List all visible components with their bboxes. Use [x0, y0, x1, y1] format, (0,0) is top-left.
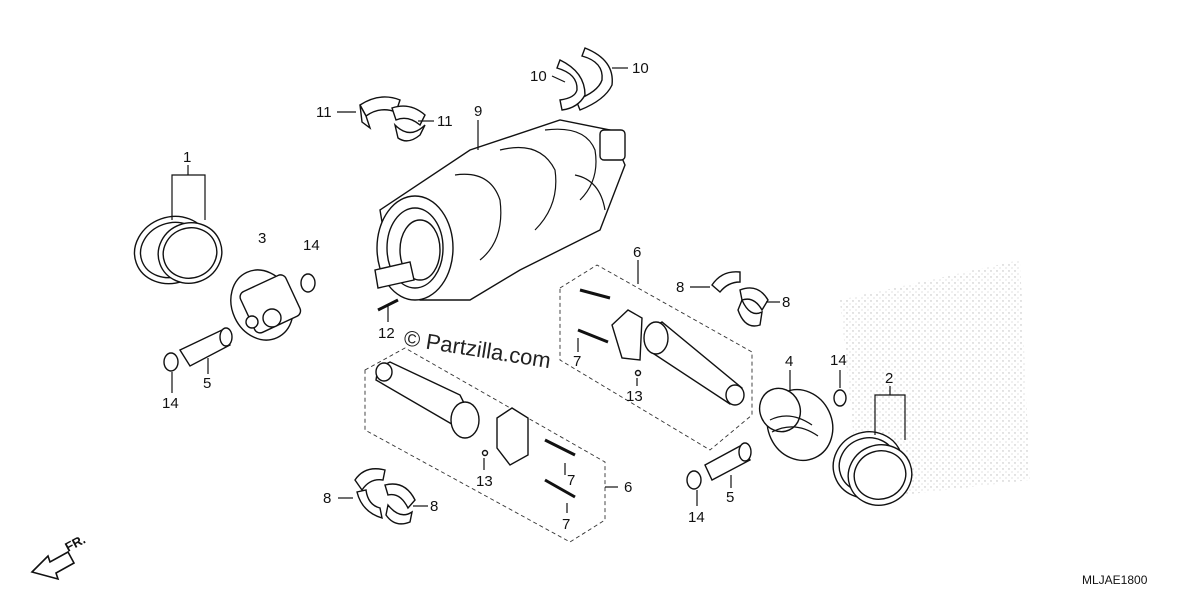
callout-6-lower: 6 — [624, 479, 632, 496]
thrust-washers[interactable] — [556, 47, 613, 111]
callout-5-left: 5 — [203, 375, 211, 392]
piston-pin-clip-right-top[interactable] — [833, 389, 847, 407]
callout-2: 2 — [885, 370, 893, 387]
callout-3: 3 — [258, 230, 266, 247]
con-rod-group-box-upper — [559, 264, 753, 451]
dowel-pin-lower[interactable] — [481, 449, 489, 457]
piston-pin-clip-left-bottom[interactable] — [163, 352, 179, 372]
callout-7-lower-a: 7 — [567, 472, 575, 489]
rod-bearings-lower[interactable] — [354, 468, 416, 525]
dowel-pin-upper[interactable] — [634, 369, 642, 377]
con-rod-upper[interactable] — [611, 309, 745, 406]
piston-right[interactable] — [753, 379, 845, 471]
piston-pin-clip-right-bottom[interactable] — [686, 470, 702, 490]
piston-rings-left[interactable] — [125, 206, 230, 294]
leader-1 — [171, 174, 206, 220]
callout-8-upper-left: 8 — [676, 279, 684, 296]
callout-13-upper: 13 — [626, 388, 643, 405]
callout-8-lower-right: 8 — [430, 498, 438, 515]
callout-4: 4 — [785, 353, 793, 370]
piston-pin-clip-left-top[interactable] — [300, 273, 316, 293]
piston-pin-right[interactable] — [704, 442, 752, 481]
callout-7-upper: 7 — [573, 353, 581, 370]
callout-8-upper-right: 8 — [782, 294, 790, 311]
con-rod-bolts-lower[interactable] — [544, 438, 576, 499]
callout-14-left-top: 14 — [303, 237, 320, 254]
callout-14-right-top: 14 — [830, 352, 847, 369]
con-rod-lower[interactable] — [375, 361, 529, 466]
front-direction-arrow-icon — [30, 550, 76, 581]
crankshaft[interactable] — [374, 119, 626, 301]
callout-10-left: 10 — [530, 68, 547, 85]
con-rod-bolts-upper[interactable] — [577, 288, 611, 344]
leader-10-left — [551, 75, 566, 83]
callout-7-lower-b: 7 — [562, 516, 570, 533]
rod-bearings-upper[interactable] — [711, 271, 769, 327]
callout-13-lower: 13 — [476, 473, 493, 490]
callout-6-upper: 6 — [633, 244, 641, 261]
callout-14-right-bottom: 14 — [688, 509, 705, 526]
callout-11-left: 11 — [316, 104, 332, 121]
callout-10-right: 10 — [632, 60, 649, 77]
main-bearings[interactable] — [359, 96, 426, 142]
callout-8-lower-left: 8 — [323, 490, 331, 507]
callout-11-right: 11 — [437, 113, 453, 130]
callout-9: 9 — [474, 103, 482, 120]
callout-12: 12 — [378, 325, 395, 342]
con-rod-group-box-lower — [364, 347, 606, 543]
piston-left[interactable] — [220, 260, 305, 351]
front-direction-label: FR. — [62, 532, 88, 555]
callout-1: 1 — [183, 149, 191, 166]
callout-5-right: 5 — [726, 489, 734, 506]
piston-rings-right[interactable] — [824, 422, 921, 514]
watermark: © Partzilla.com — [402, 325, 552, 373]
diagram-code: MLJAE1800 — [1082, 573, 1148, 587]
piston-pin-left[interactable] — [178, 327, 233, 367]
callout-14-left-bottom: 14 — [162, 395, 179, 412]
